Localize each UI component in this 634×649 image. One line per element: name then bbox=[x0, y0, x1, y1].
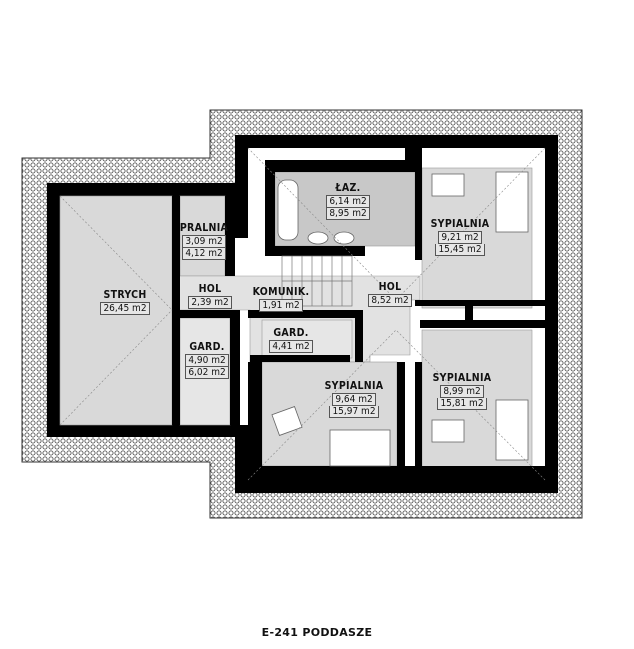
room-label-hol-center: HOL 8,52 m2 bbox=[365, 281, 415, 307]
plan-title: E-241 PODDASZE bbox=[261, 626, 373, 639]
room-area-usable: 4,90 m2 bbox=[185, 354, 229, 367]
room-area-total: 8,95 m2 bbox=[326, 208, 370, 220]
room-label-sypialnia-ne: SYPIALNIA 9,21 m2 15,45 m2 bbox=[420, 218, 500, 256]
interior-walls bbox=[172, 148, 545, 480]
room-label-pralnia: PRALNIA 3,09 m2 4,12 m2 bbox=[176, 222, 232, 260]
room-area: 26,45 m2 bbox=[100, 302, 150, 315]
room-label-sypialnia-s: SYPIALNIA 9,64 m2 15,97 m2 bbox=[314, 380, 394, 418]
room-area-total: 15,45 m2 bbox=[435, 244, 485, 256]
room-area: 4,41 m2 bbox=[269, 340, 313, 353]
room-name: HOL bbox=[198, 283, 222, 295]
room-name: GARD. bbox=[273, 327, 309, 339]
staircase bbox=[281, 255, 353, 307]
room-name: ŁAZ. bbox=[335, 182, 361, 194]
room-name: KOMUNIK. bbox=[252, 286, 310, 298]
room-name: SYPIALNIA bbox=[432, 372, 492, 384]
room-label-komunikacja: KOMUNIK. 1,91 m2 bbox=[246, 286, 316, 312]
room-label-sypialnia-se: SYPIALNIA 8,99 m2 15,81 m2 bbox=[422, 372, 502, 410]
room-name: GARD. bbox=[189, 341, 225, 353]
room-area-usable: 3,09 m2 bbox=[182, 235, 226, 248]
room-area: 1,91 m2 bbox=[259, 299, 303, 312]
room-label-garderoba-center: GARD. 4,41 m2 bbox=[266, 327, 316, 353]
furniture bbox=[271, 171, 529, 467]
room-area-total: 6,02 m2 bbox=[185, 367, 229, 379]
room-name: HOL bbox=[378, 281, 402, 293]
room-area-usable: 9,21 m2 bbox=[438, 231, 482, 244]
room-name: PRALNIA bbox=[179, 222, 229, 234]
room-area: 2,39 m2 bbox=[188, 296, 232, 309]
room-area-usable: 8,99 m2 bbox=[440, 385, 484, 398]
room-name: STRYCH bbox=[103, 289, 147, 301]
room-label-hol-west: HOL 2,39 m2 bbox=[180, 283, 240, 309]
room-area-usable: 6,14 m2 bbox=[326, 195, 370, 208]
room-label-garderoba-west: GARD. 4,90 m2 6,02 m2 bbox=[182, 341, 232, 379]
room-area-usable: 9,64 m2 bbox=[332, 393, 376, 406]
room-area-total: 4,12 m2 bbox=[182, 248, 226, 260]
room-name: SYPIALNIA bbox=[430, 218, 490, 230]
room-name: SYPIALNIA bbox=[324, 380, 384, 392]
room-area-total: 15,97 m2 bbox=[329, 406, 379, 418]
room-area-total: 15,81 m2 bbox=[437, 398, 487, 410]
room-label-strych: STRYCH 26,45 m2 bbox=[80, 289, 170, 315]
room-label-lazienka: ŁAZ. 6,14 m2 8,95 m2 bbox=[308, 182, 388, 220]
room-area: 8,52 m2 bbox=[368, 294, 412, 307]
